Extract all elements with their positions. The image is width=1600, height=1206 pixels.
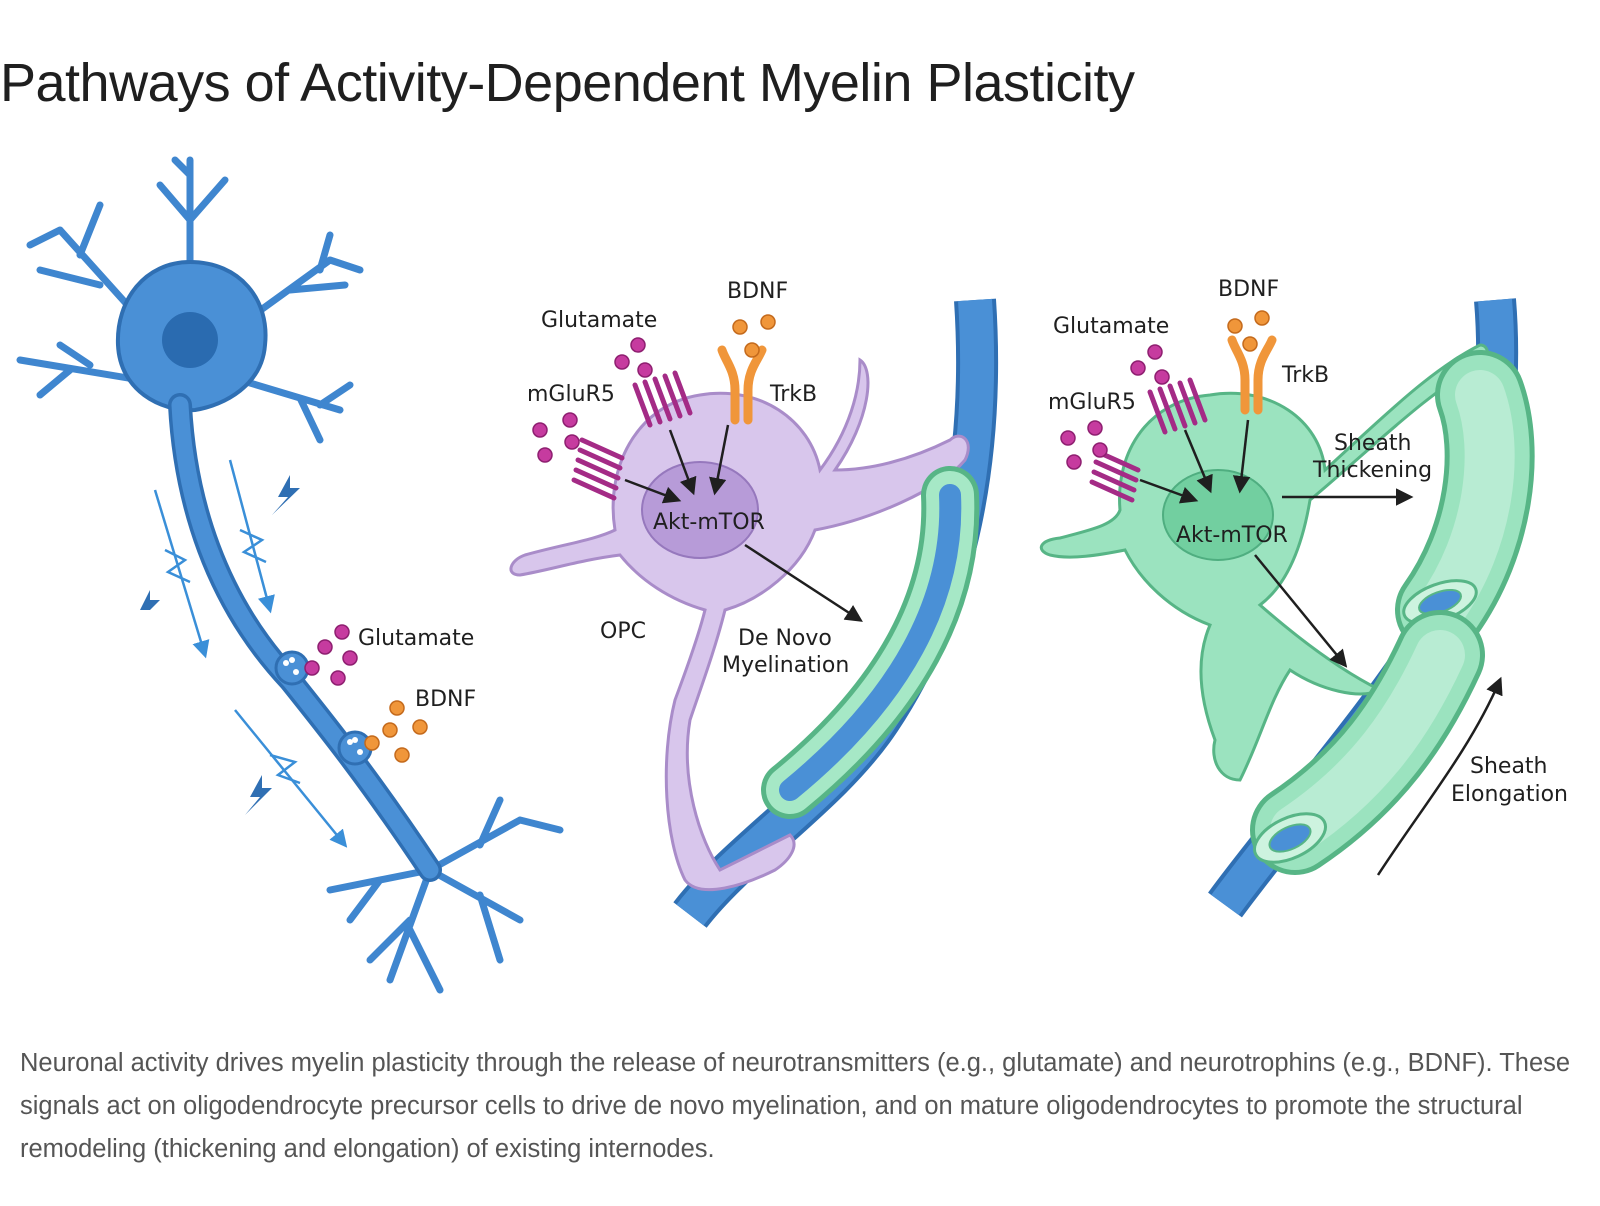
opc-glutamate-molecules: [532, 337, 653, 463]
neuron-nucleus: [162, 312, 218, 368]
neuron-dendrites: [16, 156, 564, 994]
opc-mglur5-arrow: [668, 429, 697, 496]
mature-bdnf-label: BDNF: [1218, 277, 1279, 302]
opc-outcome-line1: De Novo: [738, 626, 832, 651]
opc-mglur5b-arrow: [624, 478, 682, 504]
opc-trkb-arrow: [709, 424, 730, 496]
mature-akt-mtor-label: Akt-mTOR: [1176, 523, 1288, 548]
neuron: Glutamate BDNF: [16, 156, 564, 994]
mature-trkb-arrow: [1232, 419, 1251, 494]
opc-trkb-label: TrkB: [769, 382, 817, 407]
mature-mglur5b-arrow: [1139, 478, 1199, 504]
neuron-bdnf-molecules: [364, 700, 428, 763]
mature-mglur5-arrow: [1183, 429, 1213, 494]
opc-bdnf-label: BDNF: [727, 279, 788, 304]
mature-thickening-line2: Thickening: [1312, 458, 1432, 483]
mature-thick-sheath: [1395, 350, 1535, 655]
opc-bdnf-molecules: [732, 314, 776, 358]
mature-elongation-arrow: [1376, 676, 1503, 876]
opc-akt-mtor-label: Akt-mTOR: [653, 510, 765, 535]
mature-trkb-receptor: [1227, 335, 1277, 415]
neuron-glutamate-molecules: [304, 624, 358, 686]
mature-elongated-sheath: [1250, 610, 1485, 875]
mature-thickening-line1: Sheath: [1334, 431, 1412, 456]
mature-mglur5-receptor: [1089, 377, 1208, 503]
neuron-glutamate-label: Glutamate: [358, 626, 474, 651]
mature-trkb-label: TrkB: [1281, 363, 1329, 388]
opc-cell-body: [509, 357, 970, 892]
opc-panel: Glutamate BDNF mGluR5 TrkB Akt-mTOR OPC …: [509, 279, 999, 929]
opc-trkb-receptor: [717, 345, 767, 425]
axon-bouton-2: [337, 730, 373, 766]
opc-mglur5-receptor: [571, 370, 693, 501]
mature-elongation-pathway-arrow: [1254, 554, 1348, 668]
lightning-icon: [135, 590, 160, 625]
mature-glutamate-molecules: [1060, 344, 1170, 470]
opc-outcome-line2: Myelination: [722, 653, 849, 678]
action-potential-zigzags: [164, 528, 301, 785]
opc-outcome-arrow: [744, 543, 863, 622]
mature-mglur5-label: mGluR5: [1048, 390, 1136, 415]
mature-glutamate-label: Glutamate: [1053, 314, 1169, 339]
spike-icons: [135, 475, 300, 815]
axon-bouton-1: [274, 650, 310, 686]
lightning-icon: [272, 475, 300, 515]
lightning-icon: [245, 775, 272, 815]
opc-nucleus: [641, 461, 759, 559]
mature-elongation-line1: Sheath: [1470, 754, 1548, 779]
figure-caption: Neuronal activity drives myelin plastici…: [20, 1049, 1571, 1163]
mature-cell-body: [1039, 343, 1489, 782]
opc-mglur5-label: mGluR5: [527, 382, 615, 407]
opc-cell-label: OPC: [600, 619, 646, 644]
mature-bdnf-molecules: [1227, 310, 1270, 352]
mature-oligodendrocyte-panel: Glutamate BDNF mGluR5 TrkB Akt-mTOR Shea…: [1039, 277, 1568, 918]
page-title: Pathways of Activity-Dependent Myelin Pl…: [0, 53, 1135, 113]
opc-glutamate-label: Glutamate: [541, 308, 657, 333]
neuron-bdnf-label: BDNF: [415, 687, 476, 712]
myelin-plasticity-diagram: Glutamate BDNF: [16, 156, 1568, 994]
action-potential-arrows: [153, 459, 348, 848]
mature-elongation-line2: Elongation: [1451, 782, 1568, 807]
